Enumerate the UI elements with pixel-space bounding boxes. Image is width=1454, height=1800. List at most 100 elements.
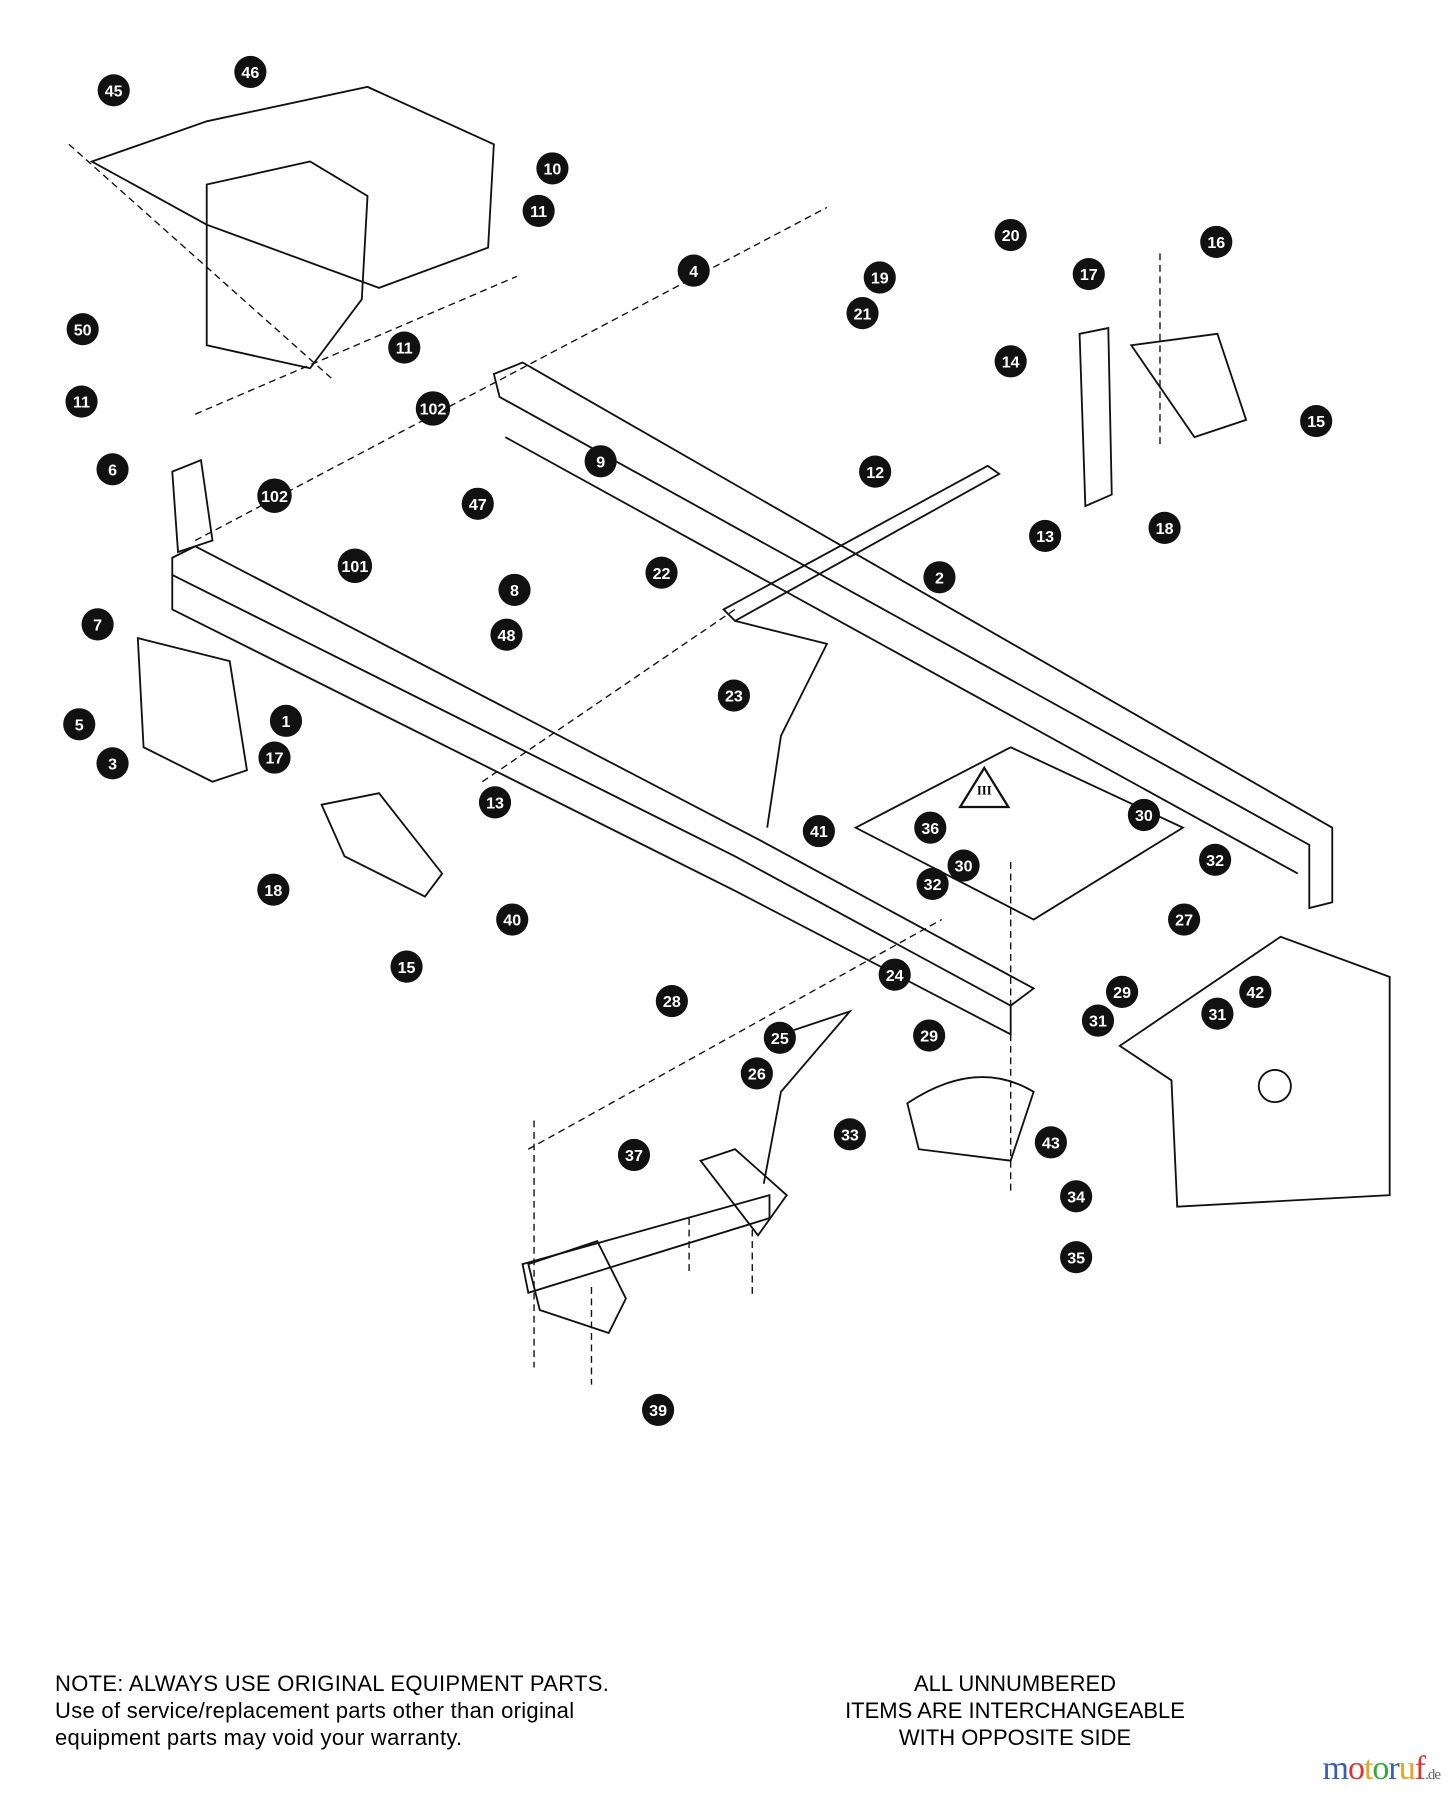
callout-18: 18 xyxy=(257,873,290,906)
callout-7: 7 xyxy=(81,608,114,641)
callout-19: 19 xyxy=(863,261,896,294)
callout-circle xyxy=(461,487,494,520)
callout-circle xyxy=(677,254,710,287)
callout-label: 43 xyxy=(1042,1134,1060,1152)
callout-label: 11 xyxy=(73,394,90,412)
callout-41: 41 xyxy=(802,815,835,848)
callout-circle xyxy=(913,1019,946,1052)
callout-label: 50 xyxy=(74,321,92,339)
callout-32: 32 xyxy=(916,867,949,900)
callout-4: 4 xyxy=(677,254,710,287)
note-unnumbered-items: ALL UNNUMBERED ITEMS ARE INTERCHANGEABLE… xyxy=(790,1670,1240,1751)
callout-5: 5 xyxy=(63,708,96,741)
callout-circle xyxy=(863,261,896,294)
callout-18: 18 xyxy=(1148,511,1181,544)
callout-102: 102 xyxy=(415,391,451,426)
watermark-logo: motoruf.de xyxy=(1323,1750,1441,1788)
callout-label: 24 xyxy=(886,967,904,985)
callout-circle xyxy=(1072,257,1105,291)
callout-circle xyxy=(740,1057,773,1090)
callout-circle xyxy=(258,741,291,774)
callout-label: 27 xyxy=(1175,912,1193,930)
callout-label: 30 xyxy=(955,858,973,876)
callout-circle xyxy=(1127,798,1160,832)
callout-35: 35 xyxy=(1060,1241,1093,1274)
callout-22: 22 xyxy=(645,556,678,589)
callout-label: 15 xyxy=(1307,413,1325,431)
callout-label: 11 xyxy=(396,340,413,358)
callout-circle xyxy=(846,297,879,330)
callout-label: 30 xyxy=(1135,807,1153,825)
callout-circle xyxy=(914,811,947,844)
callout-30: 30 xyxy=(947,849,980,882)
callout-circle xyxy=(498,573,531,606)
callout-circle xyxy=(1168,903,1201,936)
callout-15: 15 xyxy=(1300,404,1333,438)
callout-circle xyxy=(257,873,290,906)
callout-circle xyxy=(994,218,1027,252)
callout-8: 8 xyxy=(498,573,531,606)
callout-label: 32 xyxy=(1206,852,1224,870)
callout-17: 17 xyxy=(1072,257,1105,291)
callout-label: 9 xyxy=(596,453,605,471)
callout-circle xyxy=(234,55,267,89)
callout-circle xyxy=(1060,1241,1093,1274)
callout-circle xyxy=(1034,1126,1067,1159)
callout-9: 9 xyxy=(584,445,617,478)
callout-label: 47 xyxy=(469,496,487,514)
callout-11: 11 xyxy=(65,385,98,418)
callout-circle xyxy=(859,455,892,488)
callout-circle xyxy=(1148,511,1181,544)
callout-label: 17 xyxy=(266,750,284,768)
callout-circle xyxy=(269,704,303,737)
callout-48: 48 xyxy=(490,618,523,651)
callout-label: 28 xyxy=(663,993,681,1011)
callout-label: 33 xyxy=(841,1126,859,1144)
callout-10: 10 xyxy=(536,152,569,185)
callout-23: 23 xyxy=(717,679,750,712)
callout-39: 39 xyxy=(642,1393,675,1427)
callout-2: 2 xyxy=(923,561,956,594)
callout-circle xyxy=(257,478,292,513)
callout-37: 37 xyxy=(617,1138,651,1172)
callout-circle xyxy=(490,618,523,651)
callout-13: 13 xyxy=(478,786,512,819)
callout-circle xyxy=(1201,997,1234,1030)
callout-42: 42 xyxy=(1239,975,1272,1008)
callout-circle xyxy=(802,815,835,848)
callout-circle xyxy=(66,313,99,346)
callout-6: 6 xyxy=(96,453,129,486)
callout-40: 40 xyxy=(496,903,529,936)
warning-triangle-icon: III xyxy=(958,765,1011,809)
callout-circle xyxy=(65,385,98,418)
callout-circle xyxy=(584,445,617,478)
callout-circle xyxy=(1060,1180,1093,1213)
callout-label: 35 xyxy=(1067,1249,1085,1267)
callout-label: 36 xyxy=(921,820,939,838)
callout-label: 45 xyxy=(105,82,123,100)
callout-label: 34 xyxy=(1067,1188,1085,1206)
callout-circle xyxy=(81,608,114,641)
callout-label: 23 xyxy=(725,688,743,706)
callout-label: 3 xyxy=(108,755,117,773)
callout-circle xyxy=(1239,975,1272,1008)
callout-circle xyxy=(522,194,555,227)
callout-43: 43 xyxy=(1034,1126,1067,1159)
callout-label: 32 xyxy=(924,876,942,894)
callout-101: 101 xyxy=(337,548,373,584)
callout-17: 17 xyxy=(258,741,291,774)
callout-circle xyxy=(96,453,129,486)
callout-label: 21 xyxy=(854,305,872,323)
callout-label: 42 xyxy=(1246,984,1264,1002)
callout-label: 22 xyxy=(653,565,671,583)
callout-circle xyxy=(617,1138,651,1172)
callout-29: 29 xyxy=(1106,975,1139,1008)
callout-circle xyxy=(1200,225,1233,258)
callout-circle xyxy=(994,345,1027,378)
callout-circle xyxy=(655,984,688,1018)
callout-circle xyxy=(717,679,750,712)
callout-label: 46 xyxy=(241,64,259,82)
callout-circle xyxy=(96,747,129,780)
callout-label: 41 xyxy=(810,823,828,841)
callout-label: 20 xyxy=(1002,227,1020,245)
